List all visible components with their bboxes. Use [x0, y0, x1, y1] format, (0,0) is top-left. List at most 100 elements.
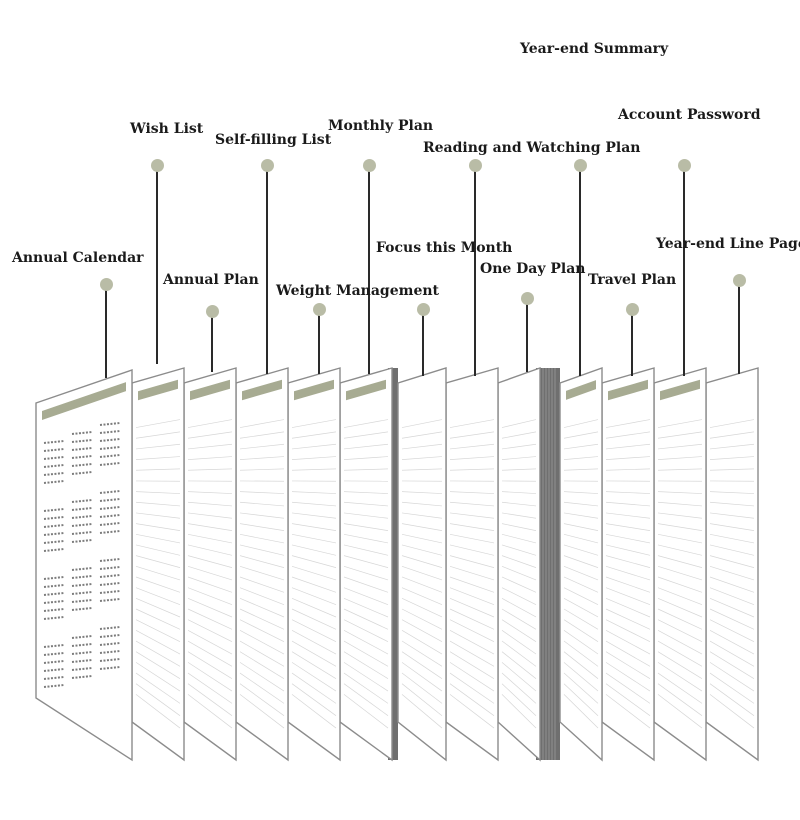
- page-rule-line: [709, 443, 755, 450]
- page-rule-line: [343, 523, 389, 531]
- pin-dot-travel-plan: [626, 303, 639, 316]
- page-rule-line: [187, 456, 233, 460]
- page-rule-line: [709, 565, 755, 581]
- page-rule-line: [501, 468, 537, 471]
- page-rule-line: [605, 419, 651, 428]
- page-rule-line: [401, 640, 443, 667]
- page-rule-line: [501, 456, 537, 460]
- page-rule-line: [401, 694, 443, 729]
- page-rule-line: [239, 443, 285, 450]
- page-rule-line: [563, 587, 599, 605]
- page-header-band: [242, 379, 282, 401]
- page-rule-line: [563, 533, 599, 544]
- page-rule-line: [291, 468, 337, 471]
- page-rule-line: [401, 419, 443, 428]
- page-rule-line: [135, 443, 181, 450]
- page-focus-this-month: [397, 367, 447, 762]
- page-rule-line: [135, 587, 181, 605]
- page-rule-line: [605, 672, 651, 704]
- page-rule-line: [709, 431, 755, 439]
- page-rule-line: [135, 565, 181, 581]
- label-weight-management: Weight Management: [276, 283, 439, 299]
- page-rule-line: [239, 608, 285, 630]
- page-rule-line: [343, 512, 389, 519]
- page-rule-line: [401, 630, 443, 655]
- page-rule-line: [449, 512, 495, 519]
- page-rule-line: [239, 683, 285, 717]
- page-rule-line: [135, 619, 181, 642]
- page-block-edge-left: [388, 368, 398, 760]
- page-rule-line: [187, 431, 233, 439]
- page-year-end-summary: [559, 367, 603, 762]
- pin-line-focus-this-month: [422, 312, 424, 376]
- page-rule-line: [657, 683, 703, 717]
- page-rule-line: [291, 523, 337, 531]
- page-rule-line: [501, 576, 537, 593]
- page-rule-line: [605, 651, 651, 679]
- pin-line-annual-calendar: [105, 288, 107, 378]
- pin-dot-wish-list: [151, 159, 164, 172]
- page-rule-line: [291, 694, 337, 729]
- page-rule-line: [563, 544, 599, 556]
- page-rule-line: [343, 683, 389, 717]
- pin-line-one-day-plan: [526, 302, 528, 372]
- page-rule-line: [657, 419, 703, 428]
- page-rule-line: [187, 587, 233, 605]
- page-rule-line: [239, 630, 285, 655]
- page-rule-line: [449, 662, 495, 692]
- page-rule-line: [401, 651, 443, 679]
- pin-dot-reading-watching-plan: [469, 159, 482, 172]
- page-rule-line: [709, 419, 755, 428]
- page-rule-line: [449, 630, 495, 655]
- page-rule-line: [709, 683, 755, 717]
- page-header-band: [138, 379, 178, 401]
- pin-line-travel-plan: [631, 312, 633, 376]
- page-rule-line: [709, 630, 755, 655]
- page-rule-line: [501, 512, 537, 519]
- page-rule-line: [709, 694, 755, 729]
- page-rule-line: [135, 491, 181, 494]
- page-rule-line: [401, 619, 443, 642]
- page-rule-line: [605, 587, 651, 605]
- page-rule-line: [239, 662, 285, 692]
- page-rule-line: [657, 431, 703, 439]
- page-rule-line: [563, 565, 599, 581]
- page-rule-line: [291, 630, 337, 655]
- page-rule-line: [709, 651, 755, 679]
- page-rule-line: [501, 587, 537, 605]
- page-rule-line: [657, 576, 703, 593]
- page-rule-line: [709, 619, 755, 642]
- page-rule-line: [187, 651, 233, 679]
- page-rule-line: [709, 608, 755, 630]
- page-annual-calendar: [35, 369, 133, 762]
- page-rule-line: [501, 491, 537, 494]
- page-rule-line: [291, 672, 337, 704]
- page-rule-line: [291, 533, 337, 544]
- page-rule-line: [501, 555, 537, 568]
- page-rule-line: [605, 619, 651, 642]
- page-rule-line: [449, 456, 495, 460]
- page-rule-line: [239, 672, 285, 704]
- pin-line-monthly-plan: [368, 168, 370, 374]
- page-rule-line: [401, 672, 443, 704]
- page-rule-line: [709, 672, 755, 704]
- page-rule-line: [187, 576, 233, 593]
- page-rule-line: [239, 565, 285, 581]
- page-rule-line: [343, 544, 389, 556]
- pin-dot-annual-plan: [206, 305, 219, 318]
- label-year-end-line-page: Year-end Line Page: [656, 236, 800, 252]
- page-rule-line: [135, 672, 181, 704]
- label-annual-plan: Annual Plan: [163, 272, 259, 288]
- page-rule-line: [343, 565, 389, 581]
- page-rule-line: [343, 491, 389, 494]
- page-rule-line: [657, 672, 703, 704]
- page-rule-line: [605, 565, 651, 581]
- page-rule-line: [187, 630, 233, 655]
- page-rule-line: [187, 640, 233, 667]
- page-rule-line: [563, 576, 599, 593]
- page-rule-line: [343, 672, 389, 704]
- page-rule-line: [187, 419, 233, 428]
- page-rule-line: [291, 640, 337, 667]
- page-rule-line: [449, 598, 495, 618]
- page-rule-line: [135, 694, 181, 729]
